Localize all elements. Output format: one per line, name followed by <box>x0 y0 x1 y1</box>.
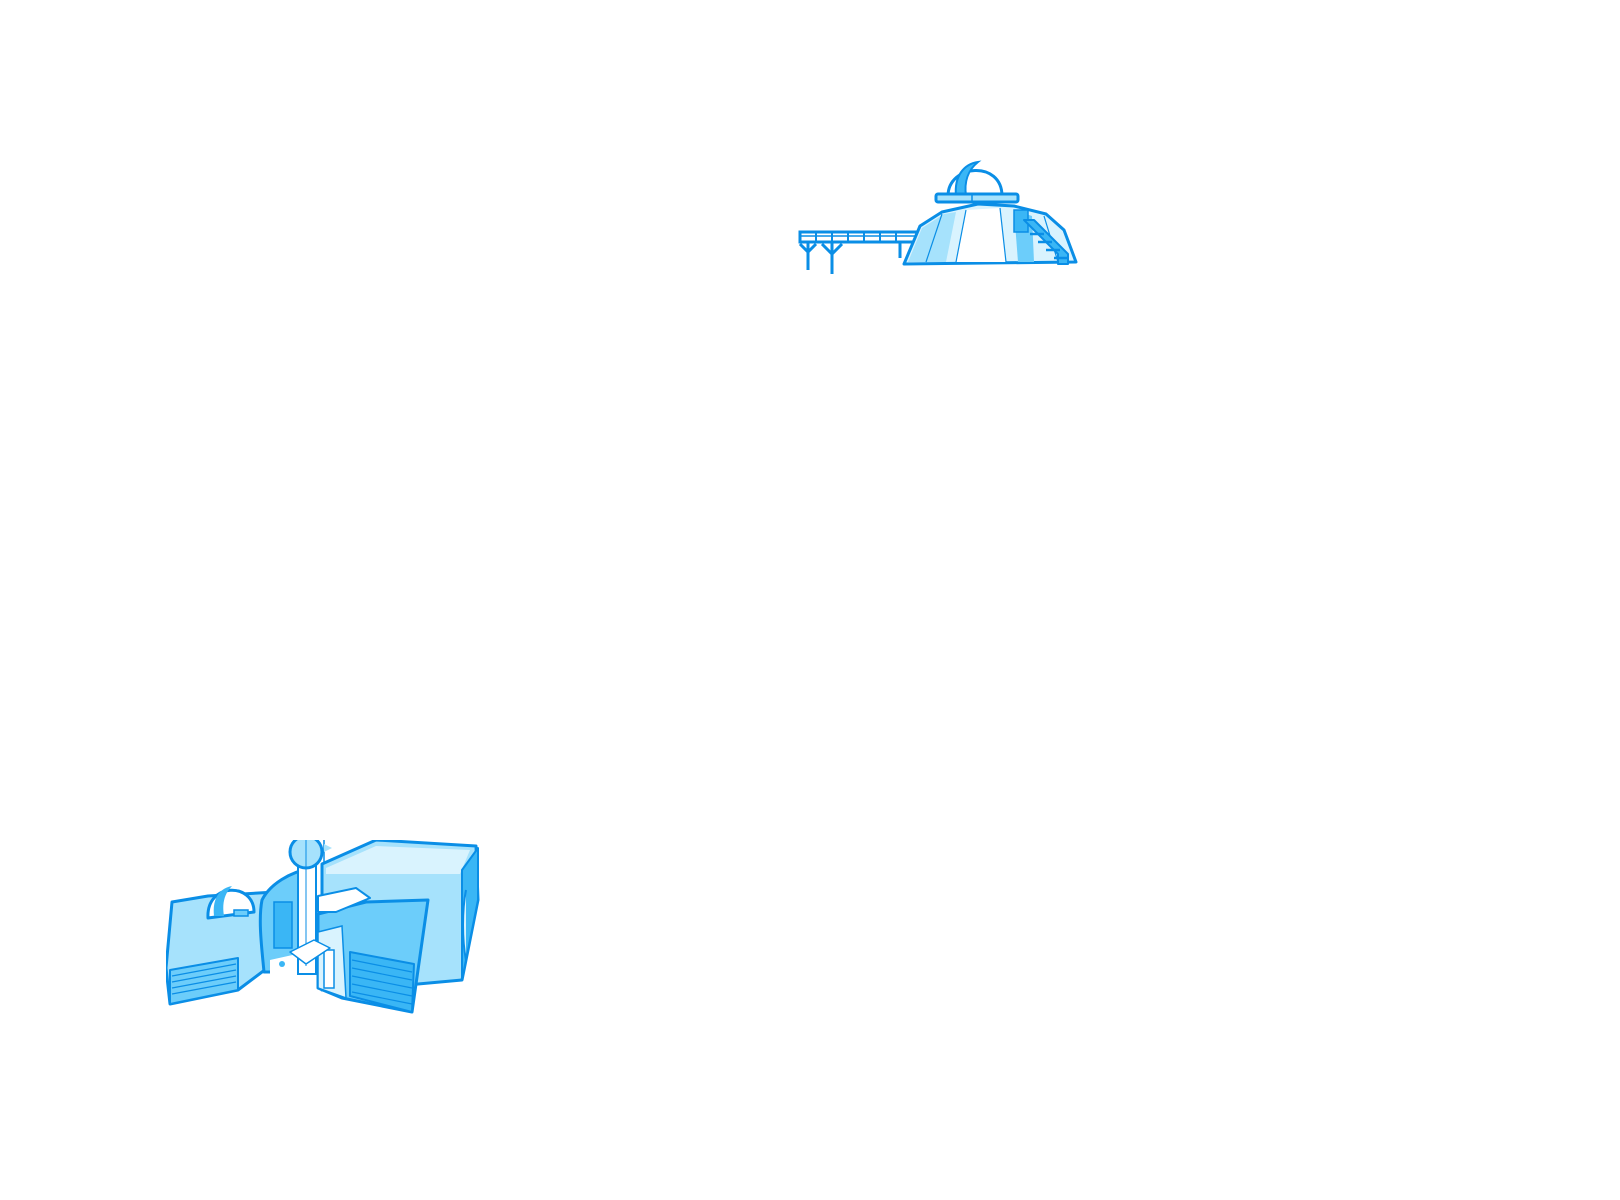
left-wing-building <box>166 890 280 1006</box>
walkway-bridge <box>798 230 920 274</box>
small-observatory-dome <box>206 886 256 920</box>
telescope-dome <box>934 160 1020 204</box>
science-campus-illustration <box>166 840 480 1014</box>
observatory-base <box>902 202 1078 266</box>
side-staircase <box>1023 219 1069 265</box>
observatory-dome-illustration <box>798 160 1078 274</box>
front-glass-wing <box>289 887 430 1014</box>
